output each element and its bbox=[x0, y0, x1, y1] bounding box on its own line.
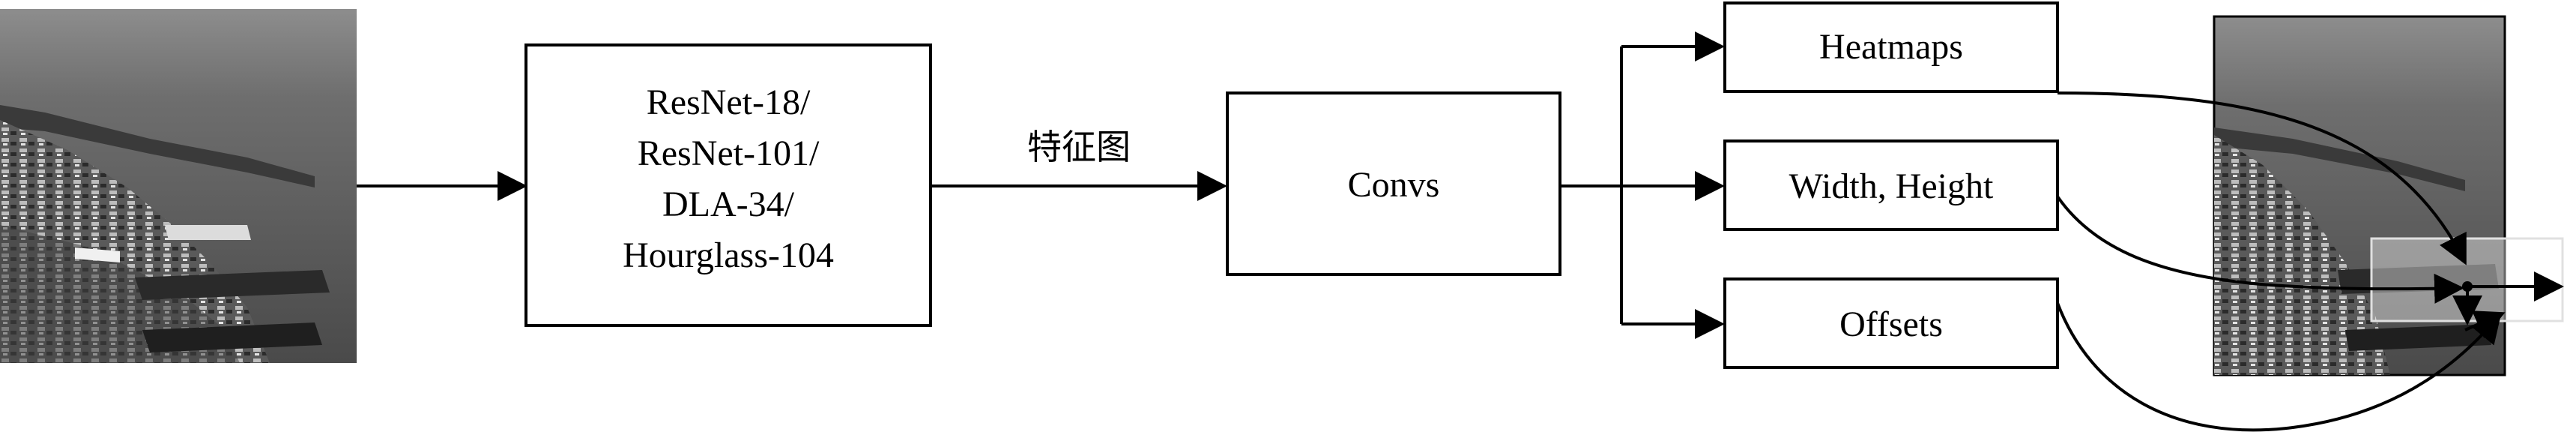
backbone-line-1: ResNet-18/ bbox=[647, 82, 811, 122]
backbone-box bbox=[524, 44, 932, 327]
heatmaps-box bbox=[1723, 2, 2059, 93]
backbone-line-3: DLA-34/ bbox=[662, 184, 795, 224]
offsets-label: Offsets bbox=[1839, 304, 1943, 344]
curve-offsets-to-center bbox=[2056, 302, 2502, 432]
output-photo bbox=[2213, 15, 2564, 376]
width-height-label: Width, Height bbox=[1789, 166, 1994, 206]
input-photo bbox=[0, 9, 357, 363]
heatmaps-label: Heatmaps bbox=[1819, 27, 1963, 67]
backbone-line-2: ResNet-101/ bbox=[638, 134, 820, 173]
curve-width-height-to-box bbox=[2056, 195, 2464, 304]
width-height-box bbox=[1723, 140, 2059, 231]
offset-diag-arrow bbox=[2464, 310, 2506, 338]
convs-label: Convs bbox=[1348, 165, 1440, 205]
offsets-box bbox=[1723, 278, 2059, 369]
convs-box bbox=[1226, 92, 1561, 276]
curve-heatmaps-to-center bbox=[2057, 92, 2467, 266]
backbone-line-4: Hourglass-104 bbox=[623, 236, 834, 275]
feature-map-label: 特征图 bbox=[1027, 127, 1131, 167]
